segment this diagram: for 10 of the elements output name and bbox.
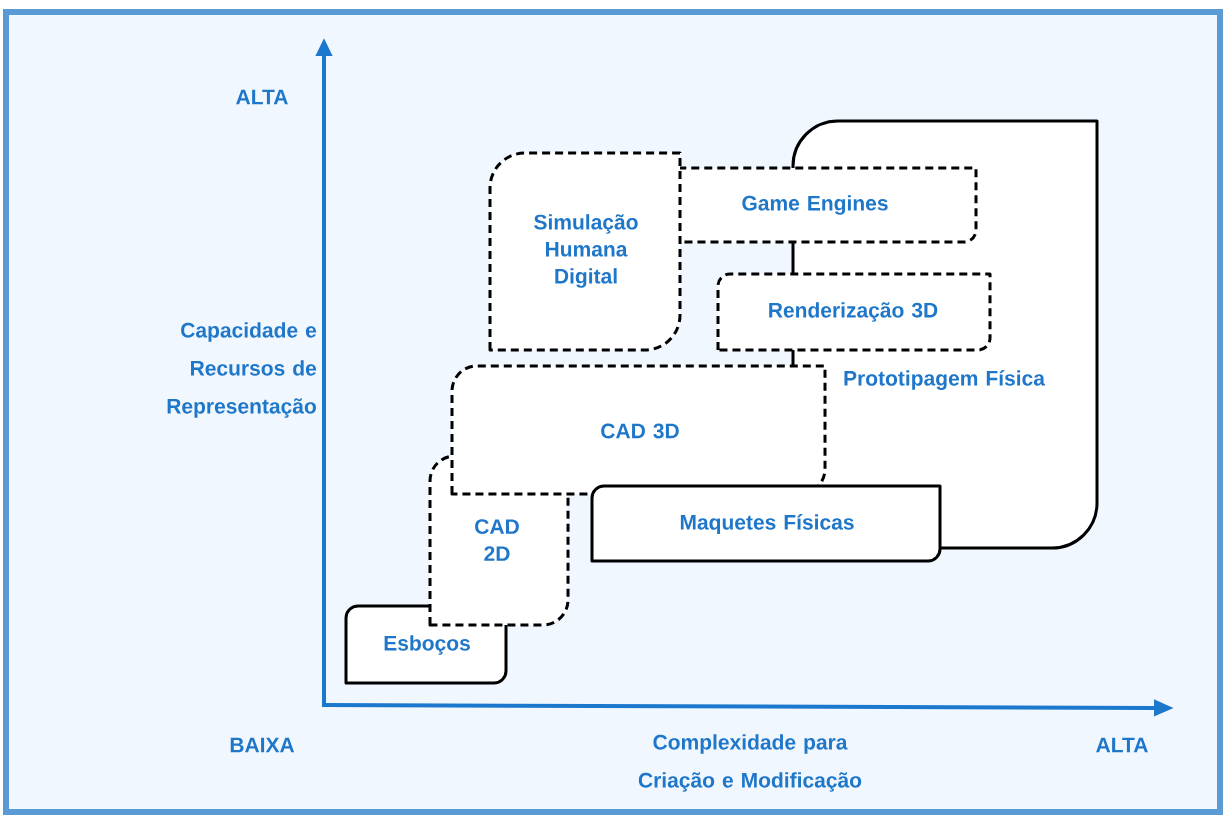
dashed-box: Game Engines bbox=[654, 166, 978, 244]
axis-label: ALTA bbox=[1096, 737, 1148, 753]
dashed-box: Renderização 3D bbox=[716, 272, 992, 352]
axis-label: BAIXA bbox=[230, 737, 295, 753]
axis-label: ALTA bbox=[236, 89, 288, 105]
dashed-box: Simulação Humana Digital bbox=[488, 151, 682, 352]
axis-label: Capacidade e Recursos de Representação bbox=[167, 322, 317, 418]
axis-label: Complexidade para Criação e Modificação bbox=[638, 734, 862, 792]
rounded-box: Maquetes Físicas bbox=[590, 484, 942, 563]
dashed-box: CAD 3D bbox=[450, 364, 827, 496]
